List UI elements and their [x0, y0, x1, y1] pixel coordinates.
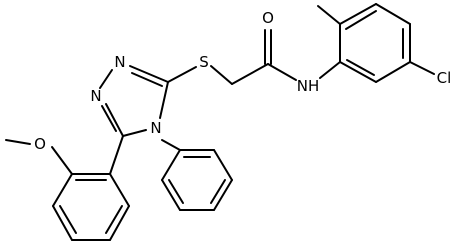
aryl-ring-bond	[52, 205, 73, 241]
methyl-o-bond	[5, 139, 31, 145]
triazole-ring-bond	[129, 65, 169, 83]
triazole-s-bond	[167, 66, 197, 83]
phenyl-ring-bond	[213, 179, 233, 211]
aryl-triazole-bond	[109, 135, 124, 175]
o-aryl-bond	[51, 146, 73, 175]
aryl-ring-bond	[109, 173, 130, 207]
aryl-ring-inner-bond	[105, 205, 123, 234]
s-methylene-bond	[210, 65, 233, 85]
triazole-n2-label: N	[90, 87, 101, 105]
n-aryl-bond	[319, 61, 341, 79]
phenyl-ring-inner-bond	[168, 179, 184, 204]
aryl-ring-inner-bond	[346, 59, 375, 76]
aryl-ring-bond	[375, 61, 411, 83]
phenyl-ring-bond	[161, 149, 181, 181]
aryl-ring-bond	[339, 3, 377, 25]
triazole-n4-label: N	[150, 119, 161, 137]
aryl-ring-bond	[109, 205, 130, 241]
aryl-ring-bond	[375, 3, 411, 25]
bond-layer	[5, 3, 435, 241]
methoxy-oxygen-label: O	[34, 135, 46, 153]
aryl-ring-inner-bond	[345, 10, 377, 30]
triazole-ring-inner-bond	[131, 72, 163, 87]
methylene-carbonyl-bond	[231, 63, 269, 85]
triazole-ring-bond	[105, 103, 124, 137]
triazole-ring-bond	[159, 81, 169, 119]
n-phenyl-bond	[161, 139, 181, 151]
phenyl-ring-bond	[161, 179, 181, 211]
aryl-cl-bond	[409, 61, 435, 75]
phenyl-ring-inner-bond	[210, 179, 226, 204]
phenyl-ring-bond	[213, 149, 233, 181]
aryl-ring-inner-bond	[59, 205, 77, 234]
triazole-n1-label: N	[114, 53, 125, 71]
amide-nh-label: NH	[297, 77, 320, 95]
chlorine-label: Cl	[437, 69, 452, 87]
methyl-bond	[317, 5, 341, 25]
amide-oxygen-label: O	[262, 9, 274, 27]
carbonyl-n-bond	[267, 63, 297, 81]
sulfur-label: S	[199, 53, 209, 71]
aryl-ring-bond	[52, 173, 73, 207]
aryl-ring-bond	[339, 61, 377, 83]
triazole-ring-bond	[122, 129, 147, 137]
triazole-ring-bond	[99, 69, 113, 89]
atom-label-layer: O NH Cl S N N N O	[34, 9, 451, 153]
triazole-ring-inner-bond	[101, 105, 117, 132]
